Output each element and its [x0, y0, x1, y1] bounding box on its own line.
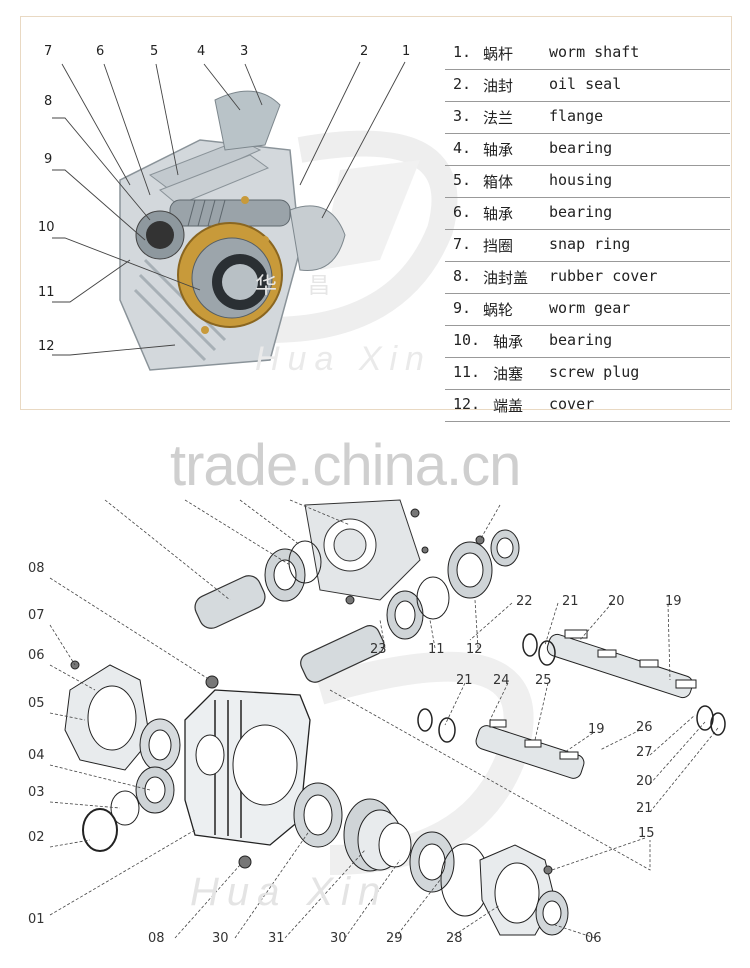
exploded-callout: 04 [28, 748, 45, 763]
callout-9: 9 [44, 152, 53, 167]
exploded-callout: 23 [370, 642, 387, 657]
exploded-callout: 06 [585, 931, 602, 946]
exploded-callout: 08 [28, 561, 45, 576]
bottom-leader-lines [49, 499, 719, 939]
callout-11: 11 [38, 285, 55, 300]
exploded-callout: 20 [608, 594, 625, 609]
logo-watermark-zh: 华 昌 [255, 274, 342, 299]
callout-12: 12 [38, 339, 55, 354]
exploded-callout: 26 [636, 720, 653, 735]
exploded-callout: 29 [386, 931, 403, 946]
exploded-callout: 20 [636, 774, 653, 789]
callout-10: 10 [38, 220, 55, 235]
exploded-view-illustration [64, 499, 726, 936]
callout-8: 8 [44, 94, 53, 109]
exploded-callout: 06 [28, 648, 45, 663]
exploded-callout: 21 [562, 594, 579, 609]
callout-5: 5 [150, 44, 159, 59]
exploded-callout: 07 [28, 608, 45, 623]
exploded-callout: 31 [268, 931, 285, 946]
exploded-callout: 24 [493, 673, 510, 688]
logo-watermark-top: Hua Xin [255, 340, 432, 378]
exploded-callout: 11 [428, 642, 445, 657]
callout-4: 4 [197, 44, 206, 59]
exploded-callout: 19 [665, 594, 682, 609]
callout-1: 1 [402, 44, 411, 59]
exploded-callout: 02 [28, 830, 45, 845]
callout-7: 7 [44, 44, 53, 59]
exploded-callout: 27 [636, 745, 653, 760]
exploded-callout: 21 [456, 673, 473, 688]
exploded-callout: 25 [535, 673, 552, 688]
exploded-callout: 30 [330, 931, 347, 946]
logo-watermark: Hua Xin [190, 870, 389, 914]
exploded-callout: 15 [638, 826, 655, 841]
watermark-text: trade.china.cn [170, 433, 521, 498]
exploded-callout: 03 [28, 785, 45, 800]
exploded-callout: 05 [28, 696, 45, 711]
callout-3: 3 [240, 44, 249, 59]
exploded-callout: 01 [28, 912, 45, 927]
exploded-callout: 12 [466, 642, 483, 657]
callout-6: 6 [96, 44, 105, 59]
callout-2: 2 [360, 44, 369, 59]
exploded-callout: 08 [148, 931, 165, 946]
exploded-callout: 30 [212, 931, 229, 946]
exploded-callout: 28 [446, 931, 463, 946]
exploded-callout: 19 [588, 722, 605, 737]
exploded-callout: 21 [636, 801, 653, 816]
exploded-callout: 22 [516, 594, 533, 609]
top-leader-lines [52, 61, 406, 356]
assembled-gearbox-illustration [119, 90, 458, 371]
